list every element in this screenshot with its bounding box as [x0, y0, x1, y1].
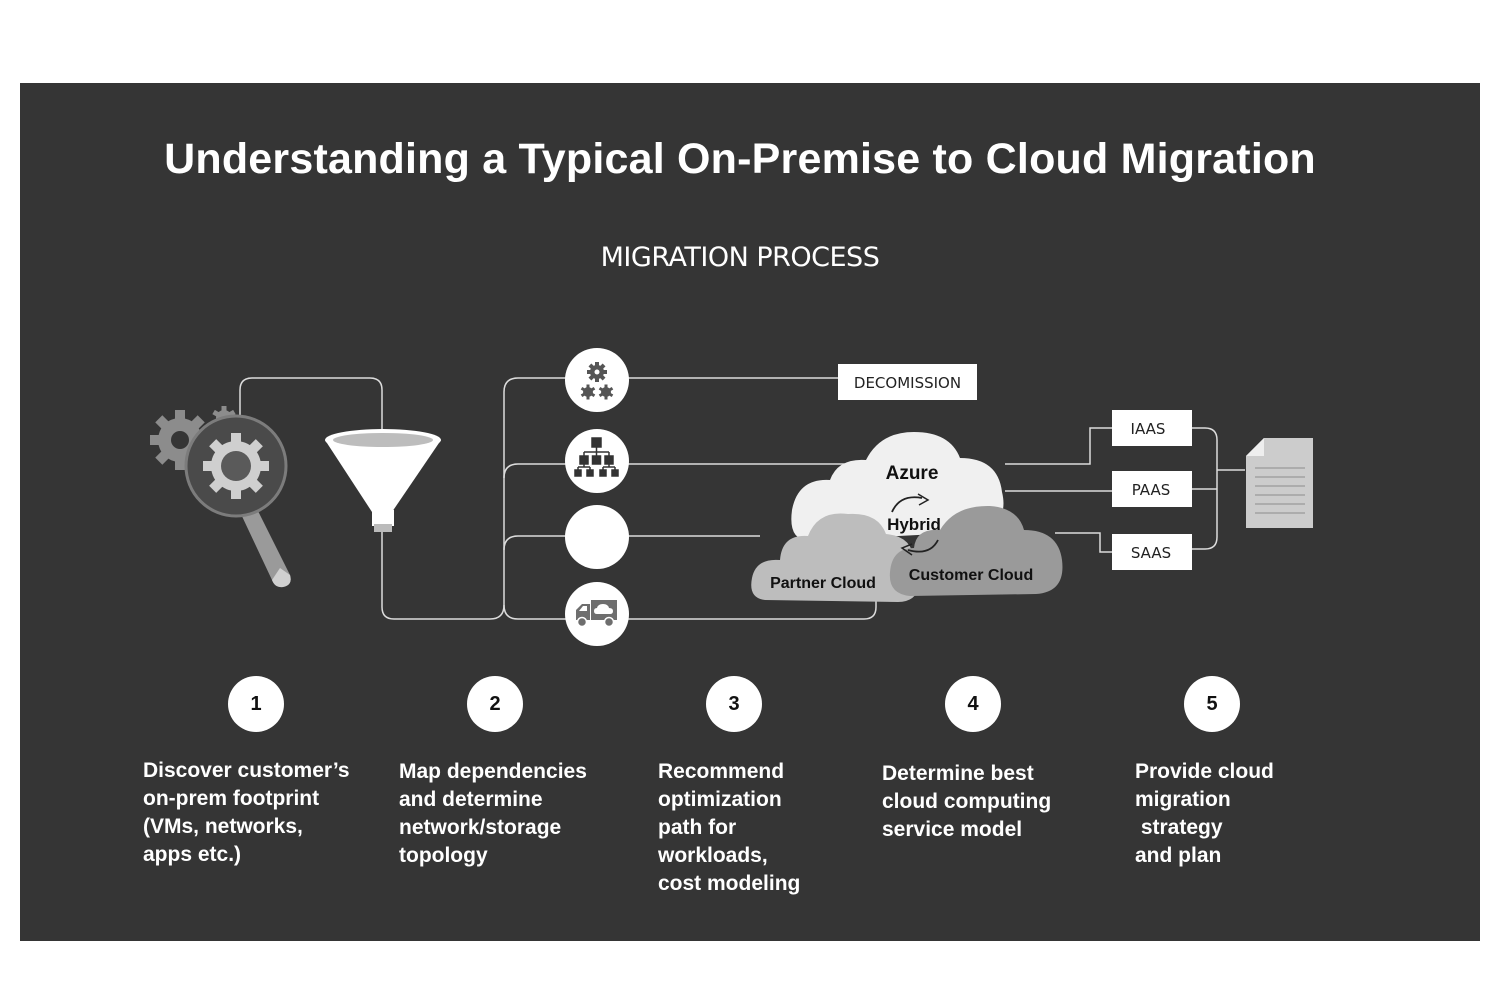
- azure-label: Azure: [886, 463, 939, 484]
- connector-lines: [239, 377, 1245, 620]
- panel-background: [20, 83, 1480, 941]
- magnifier-gears-icon: [150, 406, 291, 588]
- path-node-cloud-truck: [565, 582, 629, 646]
- step-5-description: Provide cloud migration strategy and pla…: [1135, 760, 1274, 867]
- step-3-description: Recommend optimization path for workload…: [658, 760, 801, 895]
- path-node-gears: [565, 348, 629, 412]
- step-2-description: Map dependencies and determine network/s…: [399, 760, 587, 867]
- path-node-hierarchy: [565, 429, 629, 493]
- step-4-description: Determine best cloud computing service m…: [882, 762, 1052, 841]
- decommission-label: DECOMISSION: [854, 374, 961, 392]
- partner-cloud: [751, 513, 923, 602]
- azure-cloud: [791, 432, 1004, 540]
- service-model-iaas: IAAS: [1112, 410, 1192, 446]
- funnel-icon: [325, 429, 441, 532]
- customer-cloud: [889, 505, 1063, 596]
- path-node-blank: [565, 505, 629, 569]
- step-3-number: 3: [706, 676, 762, 732]
- step-4-number: 4: [945, 676, 1001, 732]
- iaas-label: IAAS: [1131, 420, 1166, 438]
- service-model-saas: SAAS: [1112, 534, 1192, 570]
- section-subtitle: MIGRATION PROCESS: [600, 242, 880, 273]
- paas-label: PAAS: [1132, 481, 1171, 499]
- decommission-box: DECOMISSION: [838, 364, 977, 400]
- step-1-number: 1: [228, 676, 284, 732]
- service-model-paas: PAAS: [1112, 471, 1192, 507]
- hybrid-arrows-icon: [891, 493, 939, 556]
- step-2-number: 2: [467, 676, 523, 732]
- document-icon: [1246, 438, 1313, 528]
- step-5-number: 5: [1184, 676, 1240, 732]
- hybrid-label: Hybrid: [887, 515, 941, 534]
- saas-label: SAAS: [1131, 544, 1171, 562]
- partner-cloud-label: Partner Cloud: [770, 575, 876, 592]
- step-1-description: Discover customer’s on-prem footprint (V…: [143, 759, 350, 866]
- main-title: Understanding a Typical On-Premise to Cl…: [164, 135, 1316, 183]
- customer-cloud-label: Customer Cloud: [909, 567, 1033, 584]
